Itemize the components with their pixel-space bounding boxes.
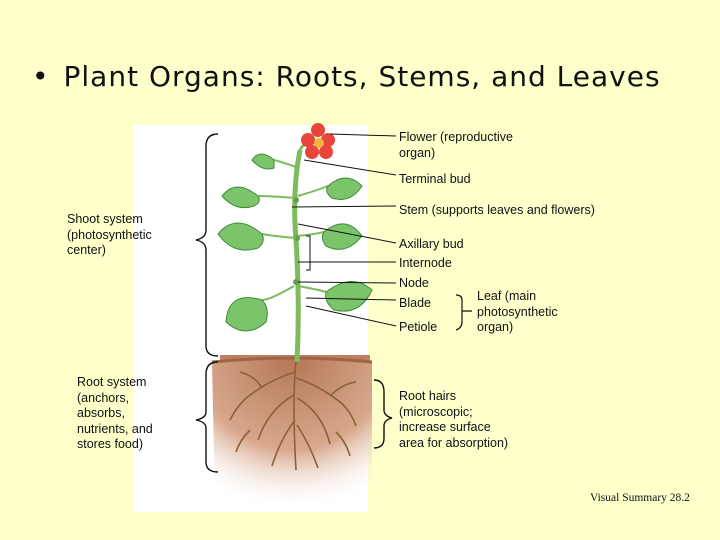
page-title: • Plant Organs: Roots, Stems, and Leaves: [32, 60, 661, 93]
label-terminal-bud: Terminal bud: [399, 172, 471, 186]
label-root-hairs: Root hairs (microscopic; increase surfac…: [399, 389, 509, 450]
leaf-lower-left: [225, 285, 295, 332]
label-shoot-system: Shoot system (photosynthetic center): [67, 212, 152, 257]
leader-terminal-bud: [303, 159, 397, 176]
bracket-shoot-system: [195, 133, 219, 357]
visual-summary-caption: Visual Summary 28.2: [590, 492, 690, 504]
bracket-root-hairs: [373, 379, 393, 449]
stem-nodes: [293, 197, 300, 285]
roots: [229, 359, 357, 471]
title-text: Plant Organs: Roots, Stems, and Leaves: [63, 60, 661, 93]
leader-lines: [291, 133, 397, 327]
leaves: [217, 153, 373, 332]
soil: [211, 355, 373, 512]
label-flower: Flower (reproductive organ): [399, 130, 513, 160]
leaf-lower-right: [297, 281, 373, 312]
bracket-leaf: [455, 294, 472, 331]
leader-petiole: [305, 305, 397, 327]
leader-blade: [305, 297, 397, 301]
label-axillary-bud: Axillary bud: [399, 237, 464, 251]
label-node: Node: [399, 276, 429, 290]
leaf-top-left: [251, 153, 300, 170]
leader-flower: [329, 133, 397, 137]
flower: [298, 123, 335, 159]
bracket-internode: [306, 235, 311, 271]
title-bullet: •: [32, 60, 50, 93]
leaf-upper-left: [221, 186, 296, 209]
label-blade: Blade: [399, 296, 431, 310]
label-leaf: Leaf (main photosynthetic organ): [477, 289, 558, 334]
leader-stem: [291, 205, 397, 208]
label-petiole: Petiole: [399, 320, 438, 334]
label-stem: Stem (supports leaves and flowers): [399, 203, 595, 217]
leaf-mid-left: [217, 222, 297, 251]
label-root-system: Root system (anchors, absorbs, nutrients…: [77, 375, 153, 451]
label-internode: Internode: [399, 256, 452, 270]
leader-node: [297, 281, 397, 284]
leaf-upper-right: [297, 177, 363, 200]
bracket-root-system: [195, 361, 219, 473]
leader-axillary-bud: [297, 223, 397, 244]
